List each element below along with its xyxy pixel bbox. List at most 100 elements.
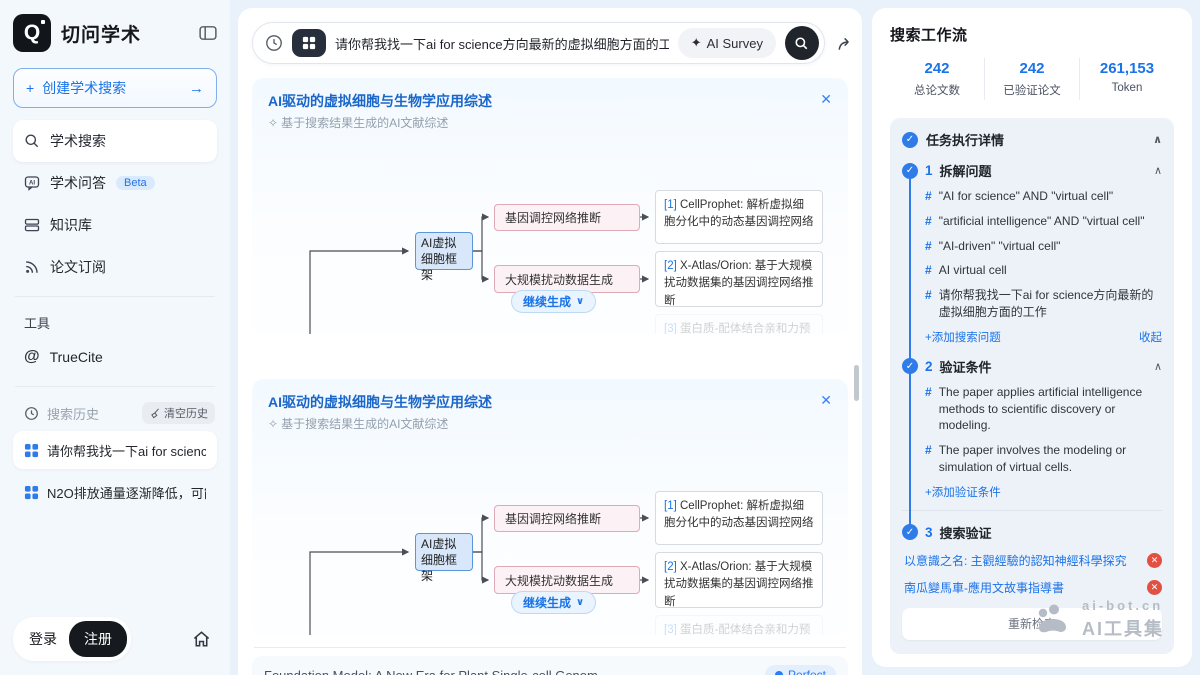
step-decompose-header[interactable]: ✓ 1 拆解问题 ∧ <box>902 161 1162 180</box>
scrollbar-thumb[interactable] <box>854 365 859 401</box>
history-clock-icon[interactable] <box>265 34 283 52</box>
step-title: 搜索验证 <box>939 525 992 541</box>
step-title: 拆解问题 <box>939 164 992 179</box>
login-button[interactable]: 登录 <box>29 631 57 647</box>
paper-status-badge: Perfect <box>764 665 836 675</box>
reference-card[interactable]: [2] X-Atlas/Orion: 基于大规模扰动数据集的基因调控网络推断 <box>655 251 823 307</box>
task-details-header[interactable]: ✓ 任务执行详情 ∧ <box>902 130 1162 149</box>
mindmap-root-node[interactable]: AI虚拟细胞框架 <box>415 232 473 282</box>
history-header: 搜索历史 清空历史 <box>13 395 217 431</box>
ai-survey-button[interactable]: ✦ AI Survey <box>677 28 776 58</box>
paper-result-row[interactable]: Foundation Model: A New Era for Plant Si… <box>252 656 848 675</box>
condition-item[interactable]: #The paper involves the modeling or simu… <box>925 442 1162 476</box>
query-text: "AI-driven" "virtual cell" <box>938 238 1061 253</box>
close-icon[interactable]: ✕ <box>820 91 832 107</box>
query-item[interactable]: #AI virtual cell <box>925 262 1162 279</box>
rejected-paper-row: 以意識之名: 主觀經驗的認知神經科學探究 ✕ <box>904 552 1162 569</box>
clear-history-label: 清空历史 <box>164 408 208 420</box>
chevron-up-icon[interactable]: ∧ <box>1153 165 1162 177</box>
mindmap-root-node[interactable]: AI虚拟细胞框架 <box>415 533 473 583</box>
survey-card-subtitle-text: 基于搜索结果生成的AI文献综述 <box>281 116 449 130</box>
retry-search-button[interactable]: 重新检索 <box>902 607 1162 640</box>
workflow-title: 搜索工作流 <box>890 27 968 44</box>
mindmap-connectors <box>309 213 650 334</box>
sidebar-item-academic-search[interactable]: 学术搜索 <box>13 120 217 162</box>
hash-icon: # <box>925 288 932 303</box>
survey-card-subtitle: ✧ 基于搜索结果生成的AI文献综述 <box>252 114 848 131</box>
workflow-panel: 搜索工作流 242 总论文数 242 已验证论文 261,153 Token ✓… <box>872 8 1192 667</box>
plus-icon: + <box>26 80 35 96</box>
query-item[interactable]: #"AI-driven" "virtual cell" <box>925 238 1162 255</box>
continue-generate-button[interactable]: 继续生成 ∨ <box>511 591 597 614</box>
continue-generate-label: 继续生成 <box>523 295 572 309</box>
search-query-input[interactable]: 请你帮我找一下ai for science方向最新的虚拟细胞方面的工作 <box>335 36 669 52</box>
search-submit-button[interactable] <box>784 26 819 60</box>
svg-text:AI: AI <box>29 180 35 186</box>
sidebar-item-academic-qa[interactable]: AI 学术问答 Beta <box>13 162 217 204</box>
close-icon[interactable]: ✕ <box>820 392 832 408</box>
beta-badge: Beta <box>116 176 155 190</box>
create-search-label: 创建学术搜索 <box>42 80 127 96</box>
reference-card[interactable]: [1] CellProphet: 解析虚拟细胞分化中的动态基因调控网络 <box>655 190 823 244</box>
stat-value: 242 <box>1019 60 1045 77</box>
sparkle-outline-icon: ✧ <box>268 416 279 431</box>
search-icon <box>24 133 40 149</box>
rejected-papers-list: 以意識之名: 主觀經驗的認知神經科學探究 ✕ 南瓜變馬車-應用文故事指導書 ✕ <box>902 552 1162 596</box>
sidebar-item-truecite[interactable]: @ TrueCite <box>13 336 217 378</box>
collapse-sidebar-icon[interactable] <box>199 25 217 41</box>
mindmap-branch-node[interactable]: 大规模扰动数据生成 <box>494 265 640 293</box>
register-button[interactable]: 注册 <box>69 621 127 657</box>
search-bar[interactable]: 请你帮我找一下ai for science方向最新的虚拟细胞方面的工作 ✦ AI… <box>252 22 825 64</box>
reference-card[interactable]: [1] CellProphet: 解析虚拟细胞分化中的动态基因调控网络 <box>655 491 823 545</box>
rejected-paper-link[interactable]: 南瓜變馬車-應用文故事指導書 <box>904 580 1064 595</box>
step-verify-conditions-header[interactable]: ✓ 2 验证条件 ∧ <box>902 357 1162 376</box>
sidebar-item-label: 学术问答 <box>50 175 106 191</box>
sidebar-item-paper-subscribe[interactable]: 论文订阅 <box>13 246 217 288</box>
add-query-link[interactable]: +添加搜索问题 <box>925 331 1001 344</box>
query-item[interactable]: #"artificial intelligence" AND "virtual … <box>925 213 1162 230</box>
condition-item[interactable]: #The paper applies artificial intelligen… <box>925 384 1162 434</box>
mindmap: AI虚拟细胞框架 基因调控网络推断 大规模扰动数据生成 [1] CellProp… <box>252 78 848 334</box>
survey-card-title: AI驱动的虚拟细胞与生物学应用综述 <box>268 93 492 109</box>
reject-x-icon[interactable]: ✕ <box>1147 579 1162 595</box>
share-icon[interactable] <box>837 35 855 52</box>
rejected-paper-link[interactable]: 以意識之名: 主觀經驗的認知神經科學探究 <box>904 553 1127 568</box>
step-search-verify-header[interactable]: ✓ 3 搜索验证 <box>902 523 1162 542</box>
stat-verified-papers: 242 已验证论文 <box>985 58 1080 100</box>
sparkle-outline-icon: ✧ <box>268 115 279 130</box>
clear-history-button[interactable]: 清空历史 <box>142 402 215 424</box>
history-item[interactable]: N2O排放通量逐渐降低，可能是由于 <box>13 473 217 511</box>
ai-survey-label: AI Survey <box>706 35 763 51</box>
hash-icon: # <box>925 443 932 458</box>
query-text: 请你帮我找一下ai for science方向最新的虚拟细胞方面的工作 <box>938 288 1154 319</box>
sidebar-item-knowledge-base[interactable]: 知识库 <box>13 204 217 246</box>
mindmap-branch-node[interactable]: 基因调控网络推断 <box>494 505 640 532</box>
create-search-button[interactable]: + 创建学术搜索 → <box>13 68 217 108</box>
tools-section-label: 工具 <box>24 316 51 331</box>
chevron-up-icon[interactable]: ∧ <box>1153 134 1162 146</box>
step-title: 验证条件 <box>939 359 992 375</box>
reject-x-icon[interactable]: ✕ <box>1147 552 1162 568</box>
add-condition-link[interactable]: +添加验证条件 <box>925 486 1001 499</box>
hash-icon: # <box>925 189 932 203</box>
collapse-link[interactable]: 收起 <box>1139 331 1162 344</box>
divider <box>15 296 215 297</box>
query-item[interactable]: # "AI for science" AND "virtual cell" <box>925 188 1162 205</box>
query-item[interactable]: # 请你帮我找一下ai for science方向最新的虚拟细胞方面的工作 <box>925 287 1162 321</box>
stat-label: 总论文数 <box>914 85 960 97</box>
query-text: "AI for science" AND "virtual cell" <box>938 189 1114 203</box>
continue-generate-button[interactable]: 继续生成 ∨ <box>511 290 597 313</box>
mindmap-branch-node[interactable]: 大规模扰动数据生成 <box>494 566 640 594</box>
search-mode-chip[interactable] <box>292 29 326 57</box>
grid-icon <box>24 443 39 458</box>
divider <box>902 509 1162 511</box>
home-icon[interactable] <box>192 630 217 648</box>
chevron-up-icon[interactable]: ∧ <box>1153 360 1162 373</box>
history-item[interactable]: 请你帮我找一下ai for science方向最新的虚拟细胞方面的工作 <box>13 431 217 469</box>
main-panel: 请你帮我找一下ai for science方向最新的虚拟细胞方面的工作 ✦ AI… <box>238 8 862 675</box>
reference-text: CellProphet: 解析虚拟细胞分化中的动态基因调控网络 <box>664 500 814 530</box>
step-verify-footer: +添加验证条件 <box>902 484 1162 500</box>
mindmap-branch-node[interactable]: 基因调控网络推断 <box>494 204 640 231</box>
paper-status-label: Perfect <box>787 668 826 675</box>
reference-card[interactable]: [2] X-Atlas/Orion: 基于大规模扰动数据集的基因调控网络推断 <box>655 552 823 608</box>
